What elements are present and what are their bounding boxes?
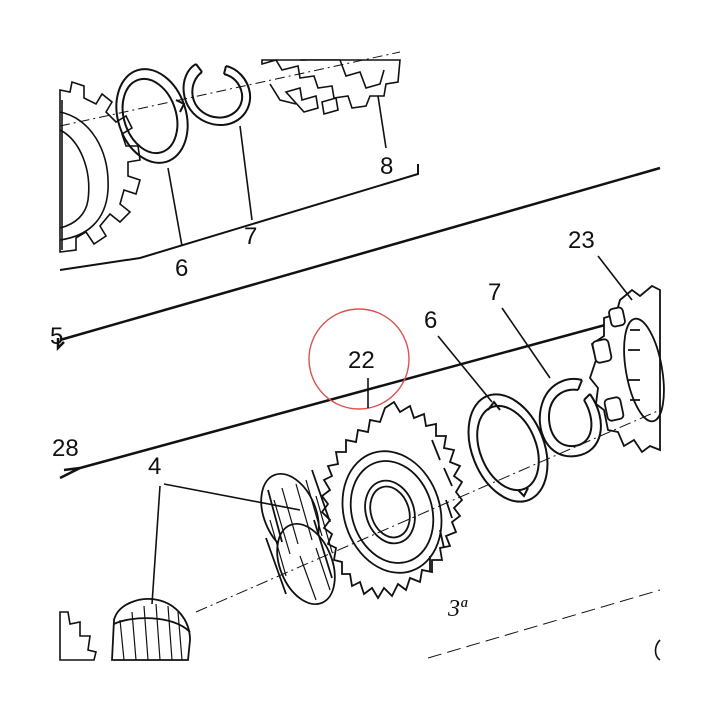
top-right-gear bbox=[261, 59, 401, 116]
leader-6 bbox=[437, 335, 493, 403]
label-part-7: 7 bbox=[488, 279, 501, 306]
label-left-5: 5 bbox=[50, 323, 63, 350]
section-divider-upper bbox=[56, 166, 661, 352]
label-part-23: 23 bbox=[568, 227, 595, 254]
section-divider-lower bbox=[59, 308, 661, 480]
label-part-4: 4 bbox=[148, 453, 161, 480]
leader-4 bbox=[151, 483, 301, 605]
top-leader-lines bbox=[167, 95, 387, 247]
bottom-left-gear bbox=[59, 611, 97, 661]
main-gear-22 bbox=[320, 400, 464, 600]
top-thrust-washer bbox=[115, 68, 189, 164]
highlight-circle bbox=[308, 308, 410, 410]
top-group-bracket bbox=[59, 164, 419, 271]
leader-7 bbox=[501, 307, 551, 379]
label-top-7: 7 bbox=[244, 223, 257, 250]
label-top-8: 8 bbox=[380, 153, 393, 180]
top-axis-dashes bbox=[59, 51, 401, 127]
label-left-28: 28 bbox=[52, 435, 79, 462]
snap-ring-7 bbox=[538, 378, 602, 458]
leader-23 bbox=[597, 255, 633, 301]
label-top-6: 6 bbox=[175, 255, 188, 282]
thrust-washer-6 bbox=[467, 393, 549, 503]
label-part-6: 6 bbox=[424, 307, 437, 334]
top-left-gear bbox=[59, 80, 141, 253]
label-part-22: 22 bbox=[348, 347, 375, 374]
synchro-hub-23 bbox=[588, 284, 665, 454]
needle-bearing-lower bbox=[111, 598, 191, 661]
gear-marking-3a: 3ª bbox=[447, 596, 468, 622]
lower-border-line bbox=[427, 589, 661, 659]
shaft-axis-line bbox=[195, 409, 661, 613]
top-snap-ring bbox=[182, 63, 252, 127]
right-edge-fragment bbox=[654, 639, 661, 661]
